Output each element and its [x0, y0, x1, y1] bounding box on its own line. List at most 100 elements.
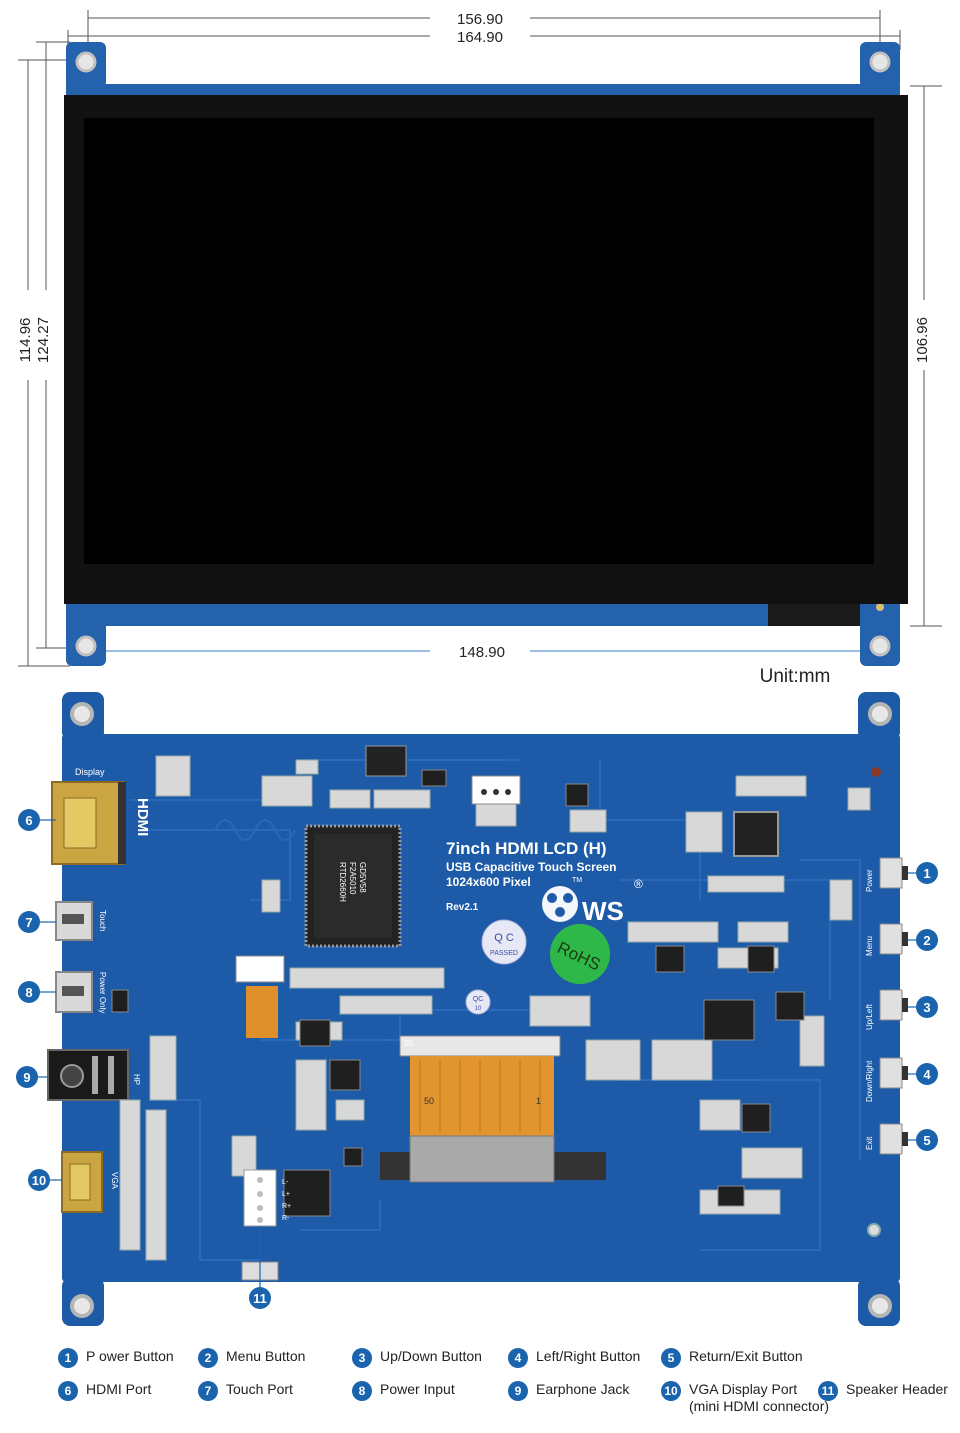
legend-badge: 6 [58, 1381, 78, 1401]
board-resolution: 1024x600 Pixel [446, 875, 531, 889]
dim-width-outer: 164.90 [457, 29, 503, 46]
qc-small-top: QC [473, 996, 484, 1003]
svg-text:11: 11 [253, 1291, 267, 1306]
svg-text:7: 7 [25, 915, 32, 930]
button-power[interactable] [879, 857, 908, 889]
dark-components [111, 769, 805, 1217]
touch-usb-port[interactable] [55, 901, 93, 941]
main-fpc-connector [380, 1035, 606, 1183]
silk-down-right: Down/Right [865, 1060, 874, 1102]
qc-bottom-text: PASSED [490, 950, 518, 957]
silk-speaker-pin-1: L- [282, 1179, 289, 1186]
button-exit[interactable] [879, 1123, 908, 1155]
qc-top-text: Q C [494, 932, 514, 944]
board-title: 7inch HDMI LCD (H) [446, 839, 607, 858]
legend-label: Speaker Header [846, 1381, 948, 1397]
legend-badge: 9 [508, 1381, 528, 1401]
brand-registered: ® [634, 877, 643, 891]
fpc-socket-small [235, 955, 285, 983]
qc-small-sticker [465, 989, 491, 1015]
front-view-drawing: 156.90 164.90 114.96 124.27 106.96 148.9… [17, 10, 942, 687]
legend-item-hdmi-port: 6 HDMI Port [58, 1381, 151, 1401]
legend-item-vga-display-port: 10 VGA Display Port (mini HDMI connector… [661, 1381, 829, 1415]
dim-width-inner: 156.90 [457, 11, 503, 28]
svg-text:1: 1 [923, 866, 930, 881]
hdmi-port[interactable] [51, 781, 126, 865]
legend-label: Left/Right Button [536, 1348, 641, 1364]
svg-text:2: 2 [923, 933, 930, 948]
back-view-drawing: Display HDMI Touch Power Only HP VGA RTD… [16, 692, 938, 1326]
fpc-pin-50: 50 [424, 1096, 434, 1106]
callout-badge-8: 8 [18, 981, 40, 1003]
callout-badge-6: 6 [18, 809, 40, 831]
touch-controller-ic [733, 811, 779, 857]
dim-height-inner: 114.96 [17, 318, 34, 363]
callout-badge-9: 9 [16, 1066, 38, 1088]
svg-text:9: 9 [23, 1070, 30, 1085]
legend-badge: 3 [352, 1348, 372, 1368]
legend-badge: 4 [508, 1348, 528, 1368]
legend-label: Menu Button [226, 1348, 306, 1364]
legend-item-earphone-jack: 9 Earphone Jack [508, 1381, 629, 1401]
fpc-pin-50-top: 50 [404, 1039, 413, 1048]
legend-item-power-button: 1 P ower Button [58, 1348, 174, 1368]
silk-speaker-pin-3: R+ [282, 1203, 291, 1210]
eeprom-ic [365, 745, 407, 777]
legend-label: HDMI Port [86, 1381, 152, 1397]
silk-power: Power [865, 869, 874, 892]
legend-label: VGA Display Port (mini HDMI connector) [689, 1381, 830, 1414]
callout-badge-5: 5 [916, 1129, 938, 1151]
callout-badge-1: 1 [916, 862, 938, 884]
silk-power-only: Power Only [98, 972, 107, 1013]
legend-label: P ower Button [86, 1348, 174, 1364]
legend-label: Up/Down Button [380, 1348, 482, 1364]
screen-fpc-bottom [768, 604, 860, 626]
legend-item-left-right-button: 4 Left/Right Button [508, 1348, 640, 1368]
button-up-left[interactable] [879, 989, 908, 1021]
silk-exit: Exit [865, 1136, 874, 1150]
legend-badge: 1 [58, 1348, 78, 1368]
svg-text:4: 4 [923, 1067, 931, 1082]
brand-logo [542, 886, 578, 922]
legend-badge: 2 [198, 1348, 218, 1368]
speaker-header[interactable] [241, 1169, 279, 1281]
ic-text-3: GD5V58 [358, 862, 367, 893]
svg-text:5: 5 [923, 1133, 930, 1148]
main-ic [304, 824, 402, 948]
brand-text: WS [582, 896, 624, 926]
legend-item-up-down-button: 3 Up/Down Button [352, 1348, 482, 1368]
vga-mini-hdmi-port[interactable] [61, 1151, 103, 1213]
earphone-jack[interactable] [47, 1049, 129, 1101]
legend: 1 P ower Button 2 Menu Button 3 Up/Down … [0, 1340, 960, 1430]
smd-components [119, 755, 871, 1261]
svg-text:6: 6 [25, 813, 32, 828]
legend-label: Return/Exit Button [689, 1348, 803, 1364]
button-down-right[interactable] [879, 1057, 908, 1089]
dim-height-right: 106.96 [914, 317, 931, 363]
silk-touch: Touch [98, 910, 107, 931]
button-menu[interactable] [879, 923, 908, 955]
legend-badge: 10 [661, 1381, 681, 1401]
legend-label: Earphone Jack [536, 1381, 630, 1397]
fpc-pin-1: 1 [536, 1096, 541, 1106]
fpc-small-cable [246, 986, 278, 1038]
callout-badge-7: 7 [18, 911, 40, 933]
callout-badge-4: 4 [916, 1063, 938, 1085]
callout-badge-10: 10 [28, 1169, 50, 1191]
silk-speaker-pin-4: R- [282, 1215, 290, 1222]
silk-display: Display [75, 767, 105, 777]
legend-item-return-exit-button: 5 Return/Exit Button [661, 1348, 803, 1368]
svg-text:8: 8 [25, 985, 32, 1000]
silk-up-left: Up/Left [865, 1003, 874, 1030]
legend-badge: 11 [818, 1381, 838, 1401]
power-usb-port[interactable] [55, 971, 93, 1013]
svg-text:10: 10 [32, 1173, 46, 1188]
unit-label: Unit:mm [760, 666, 831, 687]
ic-text-1: RTD2660H [338, 862, 347, 902]
legend-badge: 7 [198, 1381, 218, 1401]
dim-height-outer: 124.27 [35, 317, 52, 363]
qc-small-bottom: 10 [475, 1006, 482, 1012]
legend-label: Touch Port [226, 1381, 293, 1397]
board-revision: Rev2.1 [446, 902, 479, 913]
ic-text-2: F2A5010 [348, 862, 357, 895]
